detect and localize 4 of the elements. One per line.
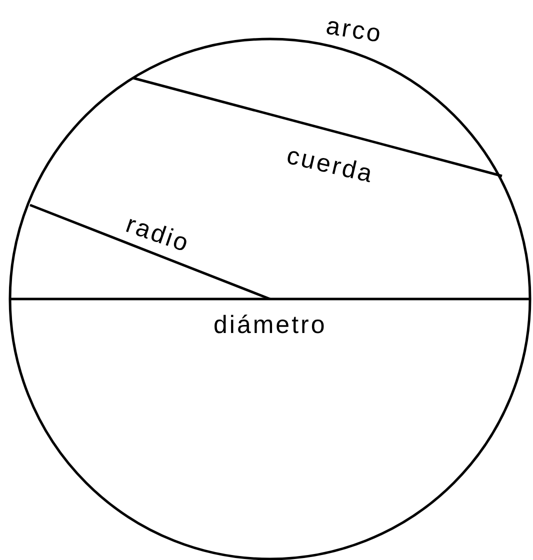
arc-label: arco (324, 13, 384, 47)
diameter-label: diámetro (214, 312, 327, 338)
radius-label: radio (122, 212, 193, 256)
chord-label: cuerda (284, 142, 376, 188)
